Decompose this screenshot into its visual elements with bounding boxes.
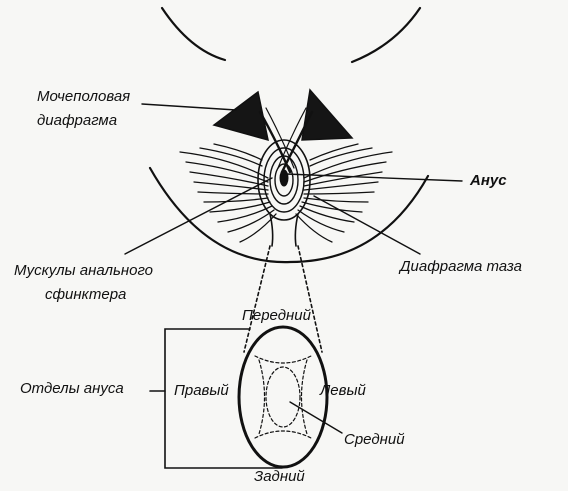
label-section-middle: Средний (344, 431, 405, 449)
projection-line-left (244, 246, 270, 352)
leader-urogenital-diaphragm (142, 104, 236, 110)
leader-pelvic-diaphragm (314, 196, 420, 254)
left-buttock-contour (162, 8, 225, 60)
label-pelvic-diaphragm: Диафрагма таза (400, 258, 522, 276)
label-section-posterior: Задний (254, 468, 305, 486)
label-anus: Анус (470, 172, 507, 190)
label-sphincter-muscles-line1: Мускулы анального (14, 262, 153, 280)
urogenital-diaphragm-left (214, 92, 268, 140)
leader-sphincter-muscles (125, 178, 272, 254)
pelvic-muscle-fan-right (296, 144, 392, 242)
leader-middle-section (290, 402, 342, 433)
label-sphincter-muscles-line2: сфинктера (45, 286, 126, 304)
label-section-right: Правый (174, 382, 229, 400)
anus-inner-segments (255, 356, 311, 438)
label-urogenital-diaphragm-line1: Мочеполовая (37, 88, 130, 106)
right-buttock-contour (352, 8, 420, 62)
leader-anus (286, 174, 462, 181)
label-section-anterior: Передний (242, 307, 311, 325)
anus-section-oval (239, 327, 327, 467)
label-section-left: Левый (320, 382, 366, 400)
label-anus-sections: Отделы ануса (20, 380, 124, 398)
anal-sphincter-rings (258, 140, 310, 220)
label-urogenital-diaphragm-line2: диафрагма (37, 112, 117, 130)
pelvic-floor-curve (150, 168, 428, 262)
